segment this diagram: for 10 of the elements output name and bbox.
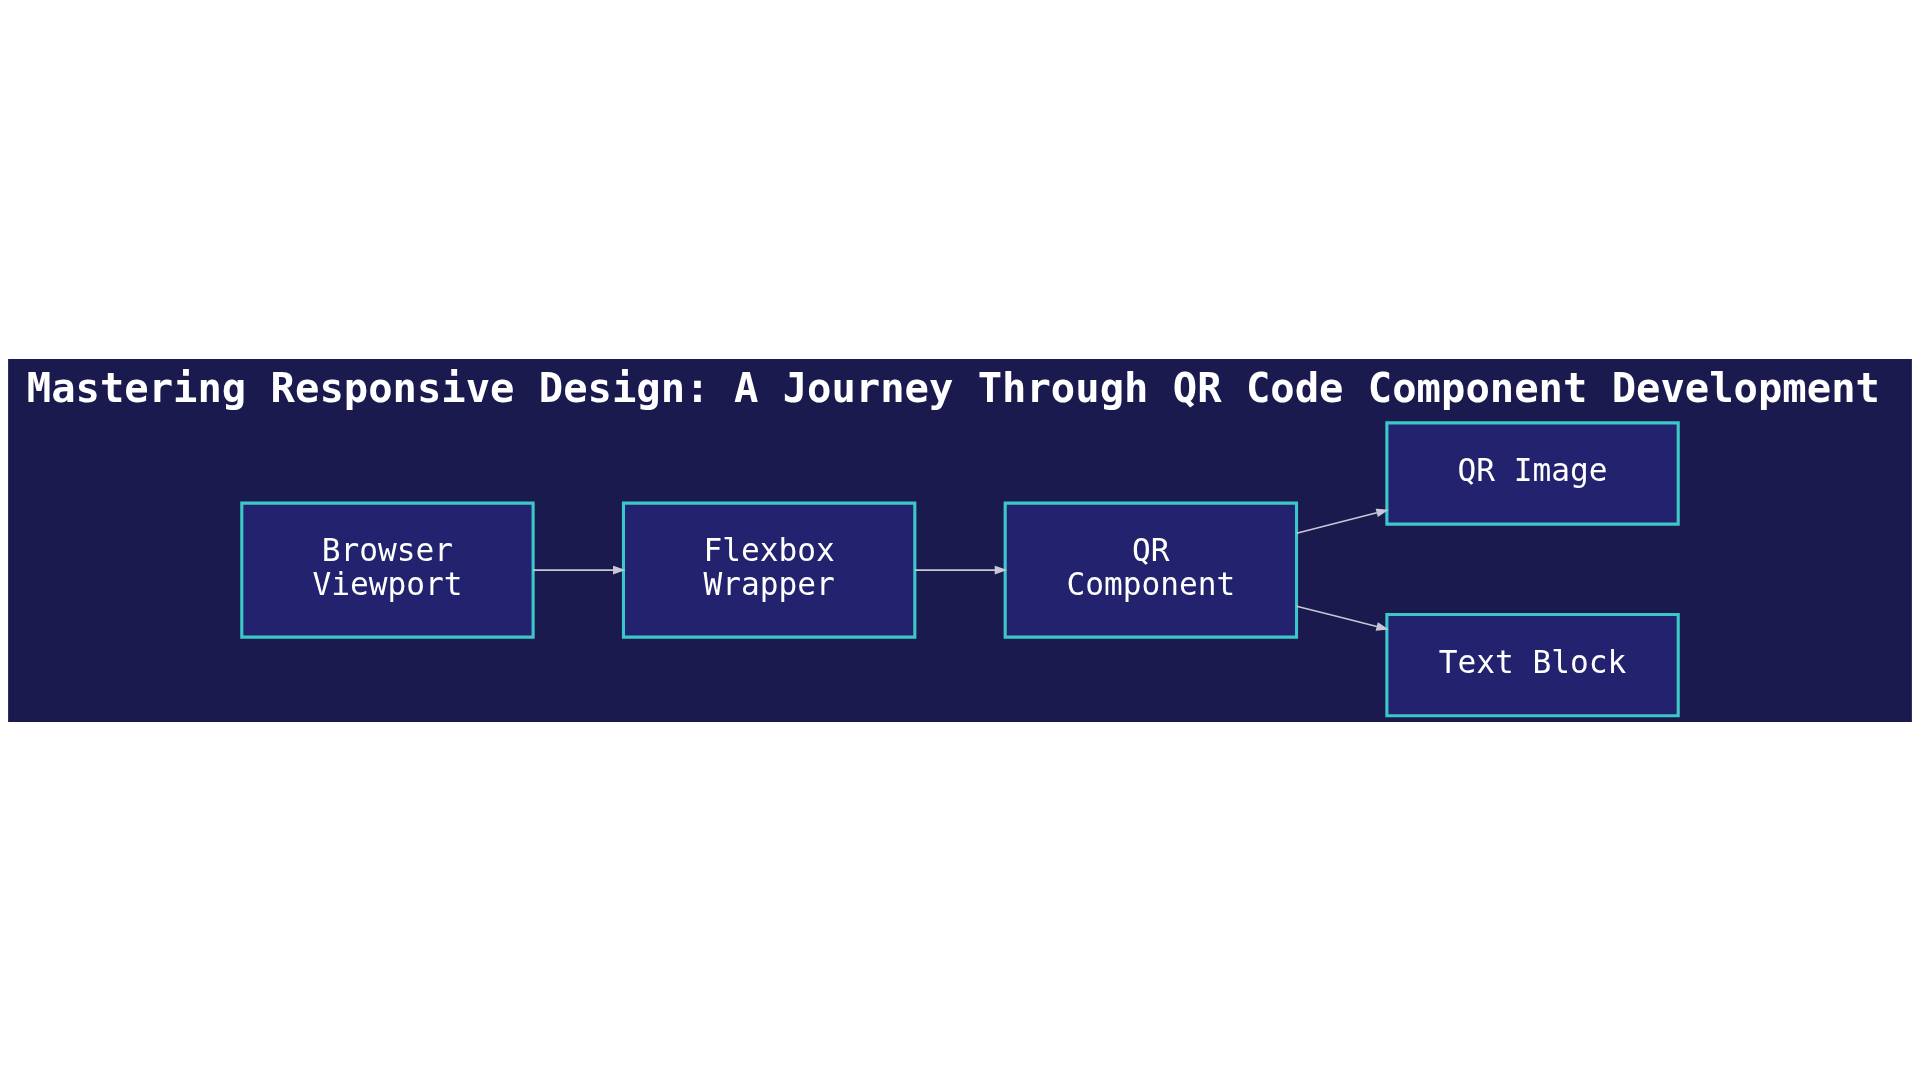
node-box: QR Component: [1003, 501, 1299, 639]
arrow: [1295, 605, 1389, 631]
node-box: QR Image: [1385, 420, 1680, 526]
arrow: [1295, 508, 1389, 534]
node-box: Browser Viewport: [240, 501, 535, 639]
node-box: Flexbox Wrapper: [621, 501, 917, 639]
node-box: Text Block: [1385, 612, 1680, 717]
diagram-title: Mastering Responsive Design: A Journey Through QR Code Component Development: [26, 363, 1880, 412]
arrow: [532, 565, 626, 574]
arrow: [914, 565, 1008, 574]
